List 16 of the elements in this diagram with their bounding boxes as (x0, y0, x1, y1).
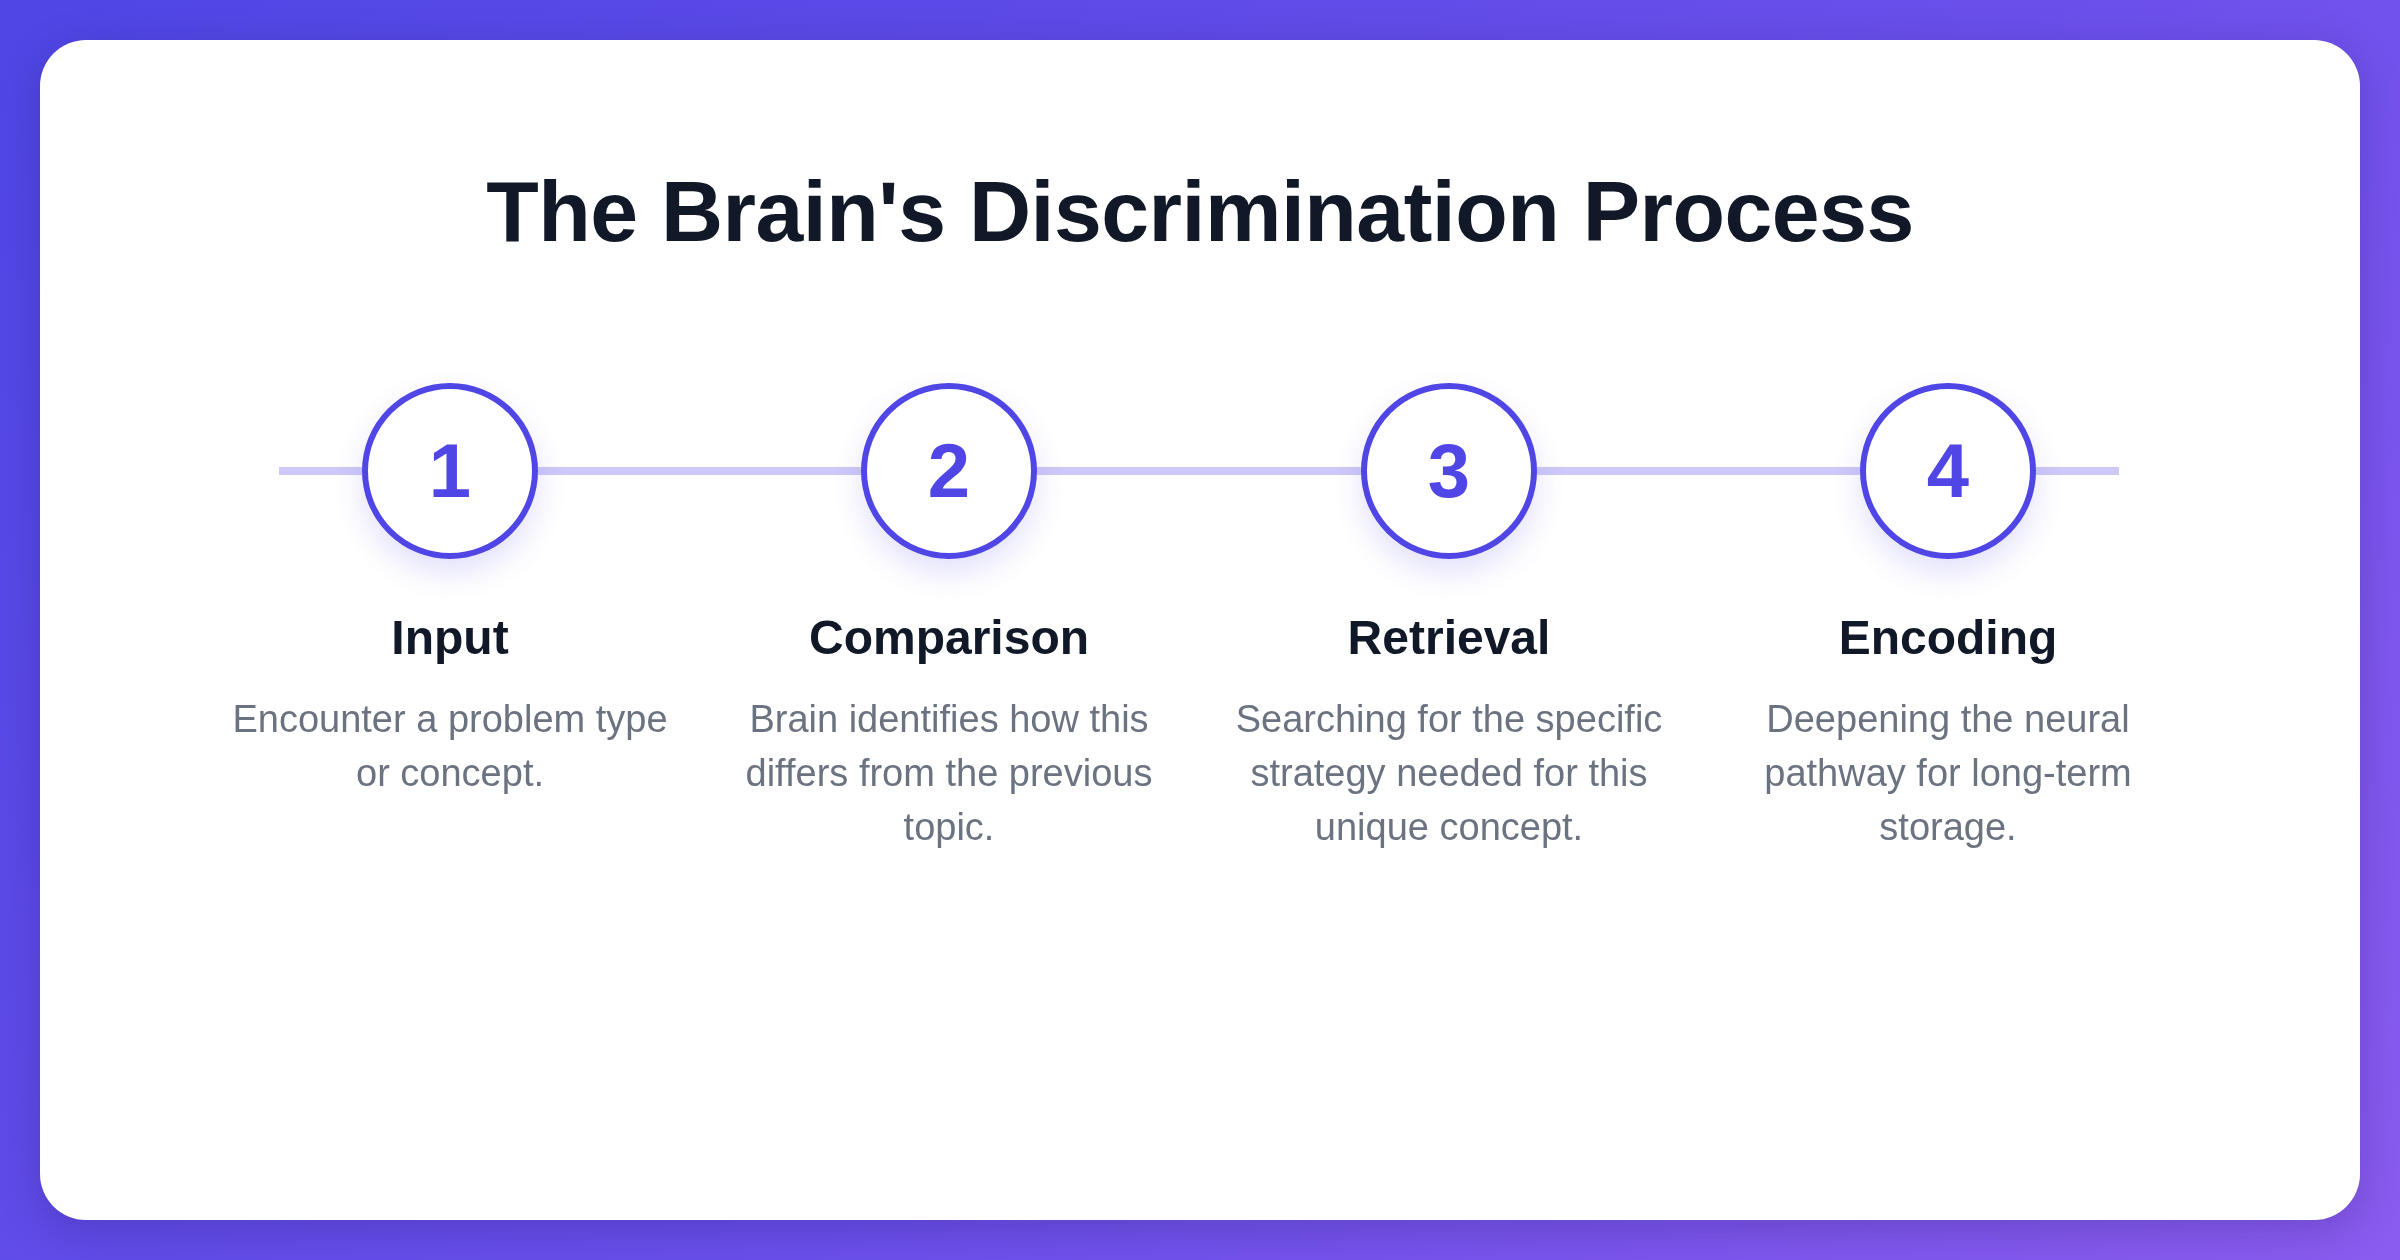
step-number: 2 (927, 433, 971, 509)
connector-line (538, 467, 861, 475)
step-number: 4 (1926, 433, 1970, 509)
step-title: Input (391, 610, 509, 666)
step-title: Retrieval (1347, 610, 1551, 666)
connector-line (1537, 467, 1860, 475)
step-title: Comparison (809, 610, 1089, 666)
connector-line (1037, 467, 1361, 475)
diagram-title: The Brain's Discrimination Process (486, 162, 1914, 261)
step-description: Searching for the specific strategy needed for this unique concept. (1234, 696, 1664, 850)
step-number: 1 (428, 433, 472, 509)
step-description: Encounter a problem type or concept. (231, 696, 669, 796)
step-description: Deepening the neural pathway for long-term storage. (1763, 696, 2133, 850)
step-title: Encoding (1838, 610, 2058, 666)
step-number: 3 (1427, 433, 1471, 509)
step-description: Brain identifies how this differs from the previous topic. (744, 696, 1154, 850)
